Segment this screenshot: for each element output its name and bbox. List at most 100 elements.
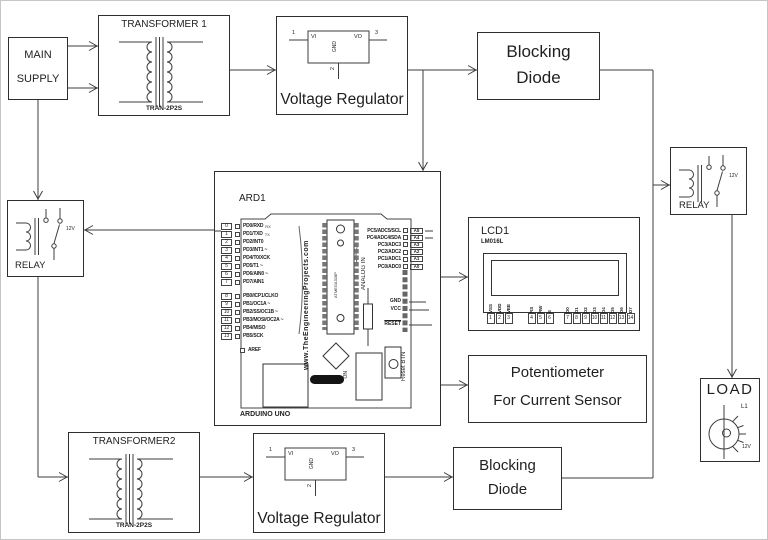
analog-pin-box: A0	[410, 263, 423, 270]
lcd-pin-number: 2	[495, 313, 504, 324]
pin-label: PD1/TXD	[243, 231, 263, 237]
pin-pad	[235, 317, 240, 323]
digital-pin-row: 6 PD6/AIN0 ~	[221, 270, 272, 278]
lcd-pin-label: D5	[610, 307, 615, 313]
relay-symbol	[16, 208, 63, 260]
digital-pins-low: 0 PD0/RXD RX 1 PD1/TXD TX 2 PD2/INT0 3 P…	[221, 222, 272, 286]
lamp-ref: L1	[741, 404, 748, 410]
pin-label: PB1/OC1A ~	[243, 301, 271, 307]
aref-pin-row: AREF	[237, 346, 261, 354]
vcc-pin-label: VCC	[390, 306, 401, 312]
analog-pin-row: PC4/ADC4/SDA A4	[361, 234, 423, 241]
blocking-diode-bottom-line1: Blocking	[479, 457, 536, 474]
lcd-pin-label: VEE	[506, 303, 511, 313]
lcd-pin-number: 7	[563, 313, 572, 324]
digital-pin-row: 3 PD3/INT1 ~	[221, 246, 272, 254]
pin-label: PC2/ADC2	[377, 249, 401, 256]
lcd-pin-number: 13	[617, 313, 626, 324]
pin-pad	[235, 325, 240, 331]
analog-pin-box: A3	[410, 241, 423, 248]
voltage-regulator-bottom-label: Voltage Regulator	[257, 509, 381, 527]
digital-pin-row: 7 PD7/AIN1	[221, 278, 272, 286]
pin-label: PD5/T1 ~	[243, 263, 263, 269]
lcd-pin: E 6	[545, 297, 554, 324]
arduino-ref: ARD1	[239, 193, 266, 204]
regulator-pin1-number: 1	[269, 447, 273, 453]
lcd-pin: D2 9	[581, 297, 590, 324]
lcd-part: LM016L	[481, 239, 504, 245]
arrowheads	[33, 41, 737, 482]
pin-pad	[235, 231, 240, 237]
lcd-pin-number: 9	[581, 313, 590, 324]
pin-number-box: 2	[221, 238, 232, 246]
regulator-component	[266, 447, 364, 496]
lcd-pin: RW 5	[536, 297, 545, 324]
digital-pin-row: 13 PB5/SCK	[221, 332, 285, 340]
pin-pad	[235, 301, 240, 307]
lcd-pin: VSS 1	[486, 297, 495, 324]
lcd-pin: RS 4	[527, 297, 536, 324]
lcd-pin-number: 3	[504, 313, 513, 324]
pin-pad	[235, 333, 240, 339]
blocking-diode-top-line2: Diode	[516, 68, 561, 87]
analog-pin-row: PC2/ADC2 A2	[361, 249, 423, 256]
lcd-pin: D7 14	[626, 297, 635, 324]
pin-tag: RX	[265, 223, 271, 229]
pin-pad	[235, 279, 240, 285]
regulator-pin2-number: 2	[307, 484, 313, 488]
digital-pin-row: 12 PB4/MISO	[221, 324, 285, 332]
pin-label: PB5/SCK	[243, 333, 264, 339]
pin-label: PC3/ADC3	[377, 241, 401, 248]
analog-pin-box: A4	[410, 234, 423, 241]
relay-symbol	[679, 155, 726, 207]
lcd-pin: D0 7	[563, 297, 572, 324]
pin-tag: TX	[264, 231, 270, 237]
pin-label: PC1/ADC1	[377, 256, 401, 263]
pin-pad	[235, 263, 240, 269]
blocking-diode-top-block: Blocking Diode	[477, 32, 600, 100]
potentiometer-block: Potentiometer For Current Sensor	[468, 355, 647, 423]
relay-right-voltage: 12V	[729, 173, 738, 179]
lcd-pin-number: 11	[599, 313, 608, 324]
lcd-pin-number: 10	[590, 313, 599, 324]
main-supply-line1: MAIN	[24, 49, 52, 61]
load-title: LOAD	[706, 381, 754, 398]
digital-pins-high: 8 PB0/ICP1/CLKO 9 PB1/OC1A ~ 10 PB2/SS/O…	[221, 292, 285, 340]
lcd-pin-label: RW	[538, 305, 543, 313]
lcd-pin-label: D1	[574, 307, 579, 313]
pin-label: PB2/SS/OC1B ~	[243, 309, 278, 315]
lcd-pin-label: VSS	[488, 303, 493, 313]
main-supply-line2: SUPPLY	[16, 73, 60, 85]
lcd-block: LCD1 LM016L VSS 1 VDD 2 VEE 3 RS 4 RW 5	[468, 217, 640, 331]
pin-number-box: 9	[221, 300, 232, 308]
pin-number-box: 1	[221, 230, 232, 238]
digital-pin-row: 4 PD4/T0/XCK	[221, 254, 272, 262]
analog-pin-row: PC1/ADC1 A1	[361, 256, 423, 263]
digital-pin-row: 11 PB3/MOSI/OC2A ~	[221, 316, 285, 324]
lcd-pin-label: D0	[565, 307, 570, 313]
analog-pin-box: A1	[410, 256, 423, 263]
pin-label: PD4/T0/XCK	[243, 255, 270, 261]
potentiometer-line1: Potentiometer	[510, 364, 605, 381]
pin-label: PD6/AIN0 ~	[243, 271, 268, 277]
pin-pad	[403, 256, 408, 262]
pin-label: PD2/INT0	[243, 239, 264, 245]
analog-pin-box: A5	[410, 227, 423, 234]
blocking-diode-top-line1: Blocking	[506, 42, 571, 61]
load-block: LOAD L1 12V	[700, 378, 760, 462]
pin-number-box: 0	[221, 222, 232, 230]
analog-pin-box: A2	[410, 249, 423, 256]
arduino-board-label: ARDUINO UNO	[240, 411, 291, 418]
potentiometer-line2: For Current Sensor	[493, 392, 622, 409]
pin-number-box: 7	[221, 278, 232, 286]
lcd-pin-number: 6	[545, 313, 554, 324]
regulator-pin3-number: 3	[375, 30, 379, 36]
blocking-diode-bottom-block: Blocking Diode	[453, 447, 562, 510]
transformer-symbol	[89, 454, 173, 524]
lcd-pin-group2: RS 4 RW 5 E 6	[527, 297, 554, 324]
crystal-component	[322, 342, 350, 370]
reset-btn-label: Reset BTN	[401, 351, 407, 381]
digital-pin-row: 2 PD2/INT0	[221, 238, 272, 246]
lcd-pin: D1 8	[572, 297, 581, 324]
